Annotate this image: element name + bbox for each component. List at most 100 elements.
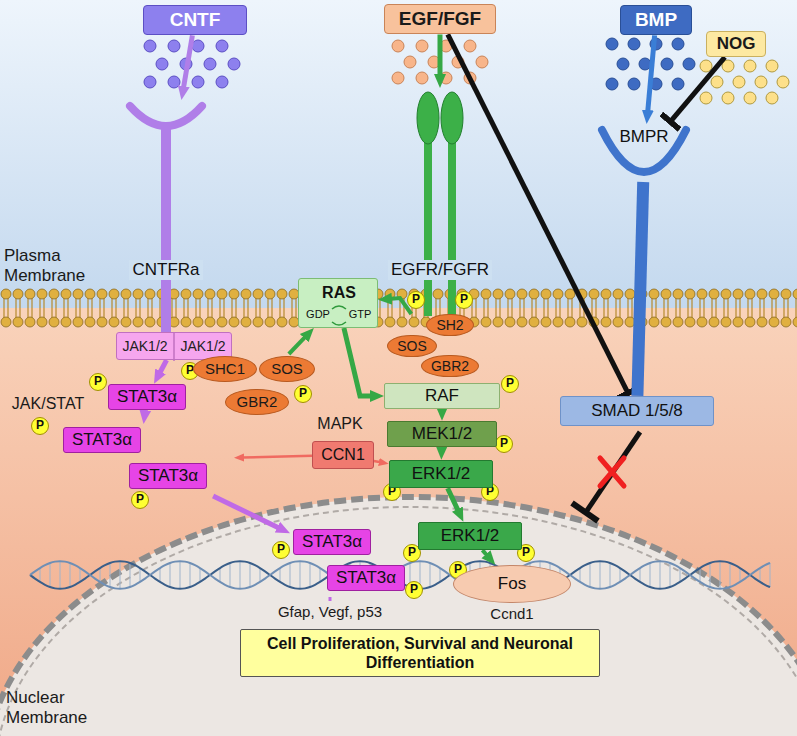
dna-rung (440, 568, 441, 582)
ligand-dot (404, 56, 416, 68)
ligand-dot (777, 76, 789, 88)
dna-rung (600, 561, 601, 589)
kinase-box-text: ERK1/2 (412, 464, 471, 484)
signal-connector (242, 456, 312, 458)
signal-connector (439, 409, 444, 411)
phosphate-mark: P (89, 373, 107, 391)
ligand-dot (392, 40, 404, 52)
kinase-box-text: ERK1/2 (441, 526, 500, 546)
outcome-box-text: Cell Proliferation, Survival and Neurona… (251, 634, 589, 672)
dna-rung (140, 568, 141, 582)
ligand-dot (606, 78, 618, 90)
ligand-dot (733, 76, 745, 88)
gtpase-box-text: RAS (322, 283, 356, 302)
ligand-box-text: EGF/FGF (399, 8, 481, 31)
receptor-shape (376, 88, 504, 282)
dna-rung (40, 568, 41, 582)
dna-rung (650, 563, 651, 587)
ligand-dot (156, 58, 168, 70)
signal-connector (183, 35, 192, 90)
ligand-box: CNTF (143, 5, 248, 36)
phosphate-mark: P (407, 291, 425, 309)
gtpase-box-text: GTP (349, 308, 372, 321)
dna-rung (640, 568, 641, 582)
adaptor-cluster: SHC1SOS GBR2 (193, 354, 323, 418)
gene-label: Gfap, Vegf, p53 (278, 603, 382, 621)
ligand-dot (628, 78, 640, 90)
dna-rung (310, 563, 311, 587)
ligand-box-text: CNTF (170, 9, 221, 32)
dna-rung (610, 563, 611, 587)
ligand-box: EGF/FGF (384, 4, 496, 35)
ligand-dot (144, 76, 156, 88)
dna-rung (590, 563, 591, 587)
adaptor-cluster-text: SH2 (426, 314, 473, 337)
ligand-dot (744, 92, 756, 104)
phosphate-mark: P (495, 435, 513, 453)
signal-connector (648, 35, 655, 114)
dna-rung (240, 561, 241, 589)
antagonist-box: NOG (706, 31, 767, 57)
phosphate-mark: P (31, 417, 49, 435)
ligand-dot (144, 40, 156, 52)
ligand-box-text: BMP (635, 9, 677, 32)
dna-rung (300, 561, 301, 589)
dna-rung (670, 563, 671, 587)
blocked-mark (600, 458, 624, 486)
ligand-dot (766, 92, 778, 104)
signal-connector (437, 34, 442, 78)
dna-rung (220, 568, 221, 582)
dna-rung (130, 563, 131, 587)
ligand-dot (744, 60, 756, 72)
region-label: Nuclear Membrane (6, 688, 106, 729)
ligand-dot (766, 60, 778, 72)
kinase-box: ERK1/2 (418, 522, 523, 550)
ligand-dot (216, 40, 228, 52)
receptor: EGFR/FGFR (376, 88, 504, 282)
transcription-factor: STAT3α (108, 384, 186, 410)
ligand-dot (672, 78, 684, 90)
adaptor-cluster-text: SOS (387, 335, 437, 358)
antagonist-box-text: NOG (717, 34, 756, 54)
phosphate-mark: P (294, 385, 312, 403)
signal-connector (344, 328, 374, 396)
extracellular-space (0, 0, 797, 308)
adaptor-cluster-text: SHC1 (193, 356, 257, 382)
dna-rung (190, 563, 191, 587)
stat-dimer-text: STAT3α (63, 427, 141, 453)
dna-rung (280, 568, 281, 582)
dna-rung (730, 563, 731, 587)
receptor: BMPR (598, 124, 690, 182)
adaptor-cluster-text: SOS (259, 356, 315, 382)
phosphate-mark: P (455, 291, 473, 309)
signal-connector (448, 488, 459, 513)
ligand-dot (661, 58, 673, 70)
adaptor-cluster-text: GBR2 (225, 389, 290, 415)
inhibition-connector (670, 57, 724, 122)
ligand-dot (416, 40, 428, 52)
transcription-factor-text: STAT3α (117, 387, 177, 407)
dna-rung (710, 563, 711, 587)
kinase-box: MEK1/2 (387, 421, 497, 447)
kinase-box-text: JAK1/2 (122, 338, 167, 355)
blocked-mark (600, 458, 624, 486)
signal-connector (289, 335, 307, 354)
dna-rung (700, 568, 701, 582)
ligand-dot (755, 76, 767, 88)
dna-rung (740, 568, 741, 582)
ligand-dot (711, 76, 723, 88)
receptor-text: BMPR (619, 127, 668, 147)
dna-rung (260, 568, 261, 582)
dna-rung (250, 563, 251, 587)
signal-connector (213, 496, 281, 529)
ligand-box: BMP (620, 5, 692, 36)
dna-rung (760, 568, 761, 582)
gtpase-box-text: GDP (306, 308, 330, 321)
dna-rung (200, 568, 201, 582)
stat-dimer-text: STAT3α (129, 463, 207, 489)
lipid-bilayer (0, 288, 797, 328)
smad-box-text: SMAD 1/5/8 (591, 401, 683, 421)
outcome-box: Cell Proliferation, Survival and Neurona… (240, 629, 600, 677)
ligand-dot (228, 58, 240, 70)
dna-rung (120, 561, 121, 589)
